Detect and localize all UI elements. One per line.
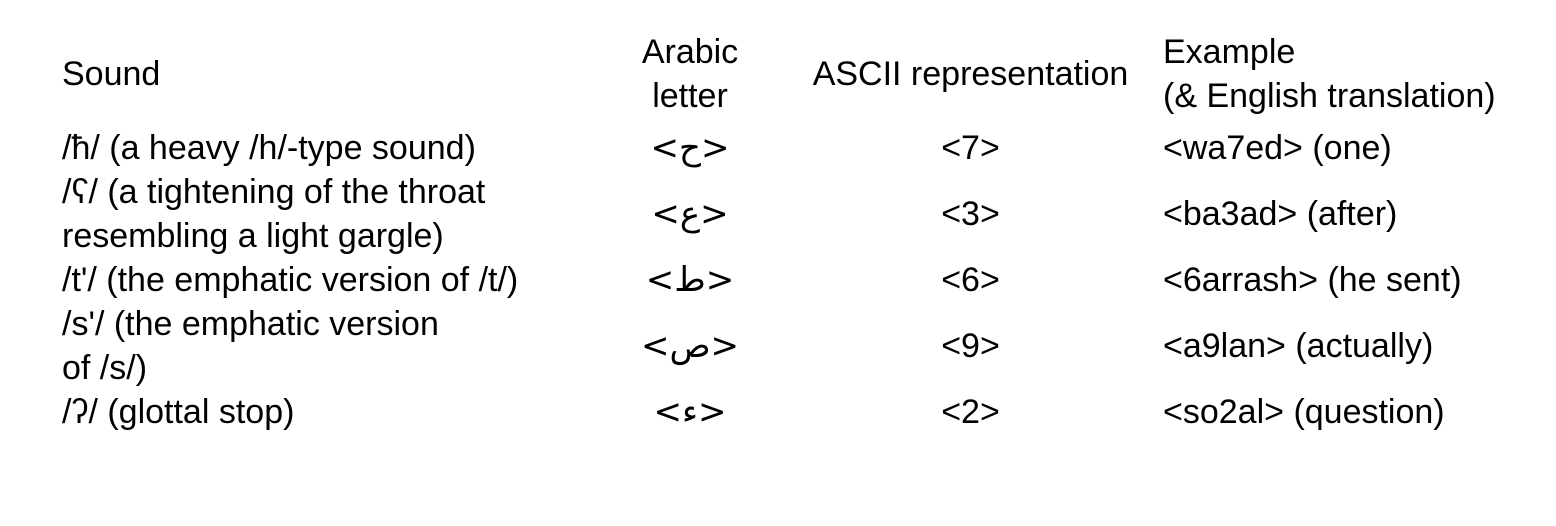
cell-ascii: <2> <box>941 393 1000 431</box>
table-row: /s'/ (the emphatic version of /s/) <ص> <… <box>52 302 1553 390</box>
cell-example: <so2al> (question) <box>1163 393 1445 431</box>
table-row: /ħ/ (a heavy /h/-type sound) <ح> <7> <wa… <box>52 126 1553 170</box>
cell-arabic-letter: <ء> <box>653 392 727 432</box>
phoneme-table: Sound Arabic letter ASCII representation… <box>52 22 1553 434</box>
header-arabic-letter: Arabic letter <box>641 33 739 115</box>
header-row: Sound Arabic letter ASCII representation… <box>52 22 1553 126</box>
cell-sound: /s'/ (the emphatic version of /s/) <box>62 305 439 387</box>
table-row: /ʔ/ (glottal stop) <ء> <2> <so2al> (ques… <box>52 390 1553 434</box>
header-sound: Sound <box>62 55 161 93</box>
cell-sound: /ħ/ (a heavy /h/-type sound) <box>62 129 476 167</box>
table-row: /t'/ (the emphatic version of /t/) <ط> <… <box>52 258 1553 302</box>
cell-ascii: <6> <box>941 261 1000 299</box>
cell-example: <a9lan> (actually) <box>1163 327 1434 365</box>
cell-example: <wa7ed> (one) <box>1163 129 1392 167</box>
cell-ascii: <7> <box>941 129 1000 167</box>
cell-sound: /ʕ/ (a tightening of the throat resembli… <box>62 173 486 255</box>
cell-arabic-letter: <ط> <box>645 260 735 300</box>
table-row: /ʕ/ (a tightening of the throat resembli… <box>52 170 1553 258</box>
cell-ascii: <3> <box>941 195 1000 233</box>
cell-example: <ba3ad> (after) <box>1163 195 1398 233</box>
cell-arabic-letter: <ح> <box>650 128 730 168</box>
cell-arabic-letter: <ع> <box>651 194 729 234</box>
cell-sound: /t'/ (the emphatic version of /t/) <box>62 261 519 299</box>
cell-arabic-letter: <ص> <box>640 326 740 366</box>
cell-ascii: <9> <box>941 327 1000 365</box>
header-example: Example (& English translation) <box>1163 33 1496 115</box>
header-ascii-representation: ASCII representation <box>812 55 1129 93</box>
cell-example: <6arrash> (he sent) <box>1163 261 1462 299</box>
cell-sound: /ʔ/ (glottal stop) <box>62 393 295 431</box>
